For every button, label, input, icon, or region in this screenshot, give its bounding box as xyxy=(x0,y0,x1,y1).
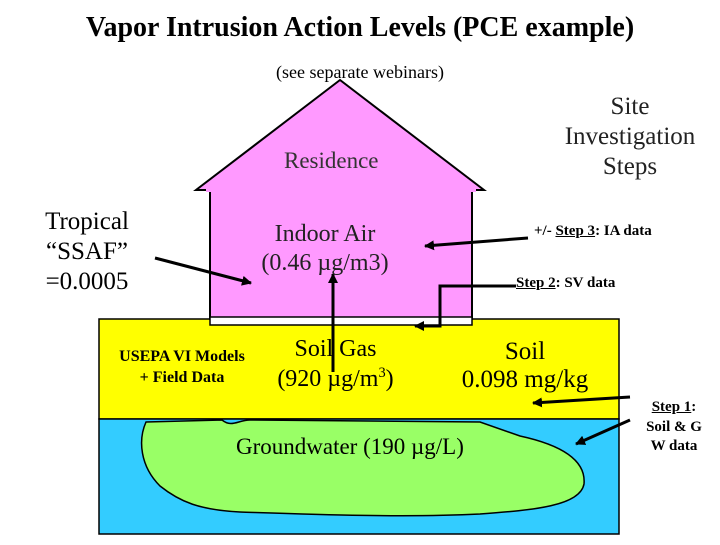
step-3-prefix: +/- xyxy=(534,223,555,239)
house-slab xyxy=(210,317,472,325)
house-eave xyxy=(206,185,476,192)
soil-gas-exponent: 3 xyxy=(378,365,385,381)
soil-gas-label: Soil Gas (920 µg/m3) xyxy=(263,334,408,394)
heading-line: Steps xyxy=(540,152,720,182)
step-2-name: Step 2 xyxy=(516,275,556,291)
step-1-line: Soil & G xyxy=(628,418,720,438)
soil-gas-value: (920 µg/m xyxy=(277,366,378,392)
soil-gas-close: ) xyxy=(386,366,394,392)
step-3-name: Step 3 xyxy=(555,223,595,239)
step-2-suffix: : SV data xyxy=(556,275,616,291)
page-title: Vapor Intrusion Action Levels (PCE examp… xyxy=(0,12,720,44)
step-3-label: +/- Step 3: IA data xyxy=(534,223,652,240)
soil-label: Soil 0.098 mg/kg xyxy=(440,338,610,393)
step-1-label: Step 1: Soil & G W data xyxy=(628,398,720,457)
soil-gas-line: (920 µg/m3) xyxy=(263,364,408,394)
heading-line: Investigation xyxy=(540,122,720,152)
models-line: USEPA VI Models xyxy=(98,347,266,368)
soil-gas-line: Soil Gas xyxy=(263,334,408,364)
site-investigation-heading: Site Investigation Steps xyxy=(540,92,720,182)
groundwater-label: Groundwater (190 µg/L) xyxy=(236,434,464,460)
tropical-ssaf-label: Tropical “SSAF” =0.0005 xyxy=(12,207,162,297)
usepa-models-label: USEPA VI Models + Field Data xyxy=(98,347,266,389)
step-1-line: W data xyxy=(628,437,720,457)
step-2-label: Step 2: SV data xyxy=(516,275,615,292)
tropical-line: =0.0005 xyxy=(12,267,162,297)
heading-line: Site xyxy=(540,92,720,122)
step-1-suffix: : xyxy=(691,399,696,415)
tropical-line: Tropical xyxy=(12,207,162,237)
residence-label: Residence xyxy=(284,148,379,174)
step-1-name: Step 1 xyxy=(652,399,692,415)
indoor-air-line: (0.46 µg/m3) xyxy=(232,249,418,278)
indoor-air-line: Indoor Air xyxy=(232,220,418,249)
indoor-air-label: Indoor Air (0.46 µg/m3) xyxy=(232,220,418,279)
soil-line: 0.098 mg/kg xyxy=(440,366,610,394)
page-subtitle: (see separate webinars) xyxy=(0,62,720,83)
step-1-heading: Step 1: xyxy=(628,398,720,418)
tropical-line: “SSAF” xyxy=(12,237,162,267)
step-3-suffix: : IA data xyxy=(595,223,652,239)
models-line: + Field Data xyxy=(98,368,266,389)
soil-line: Soil xyxy=(440,338,610,366)
